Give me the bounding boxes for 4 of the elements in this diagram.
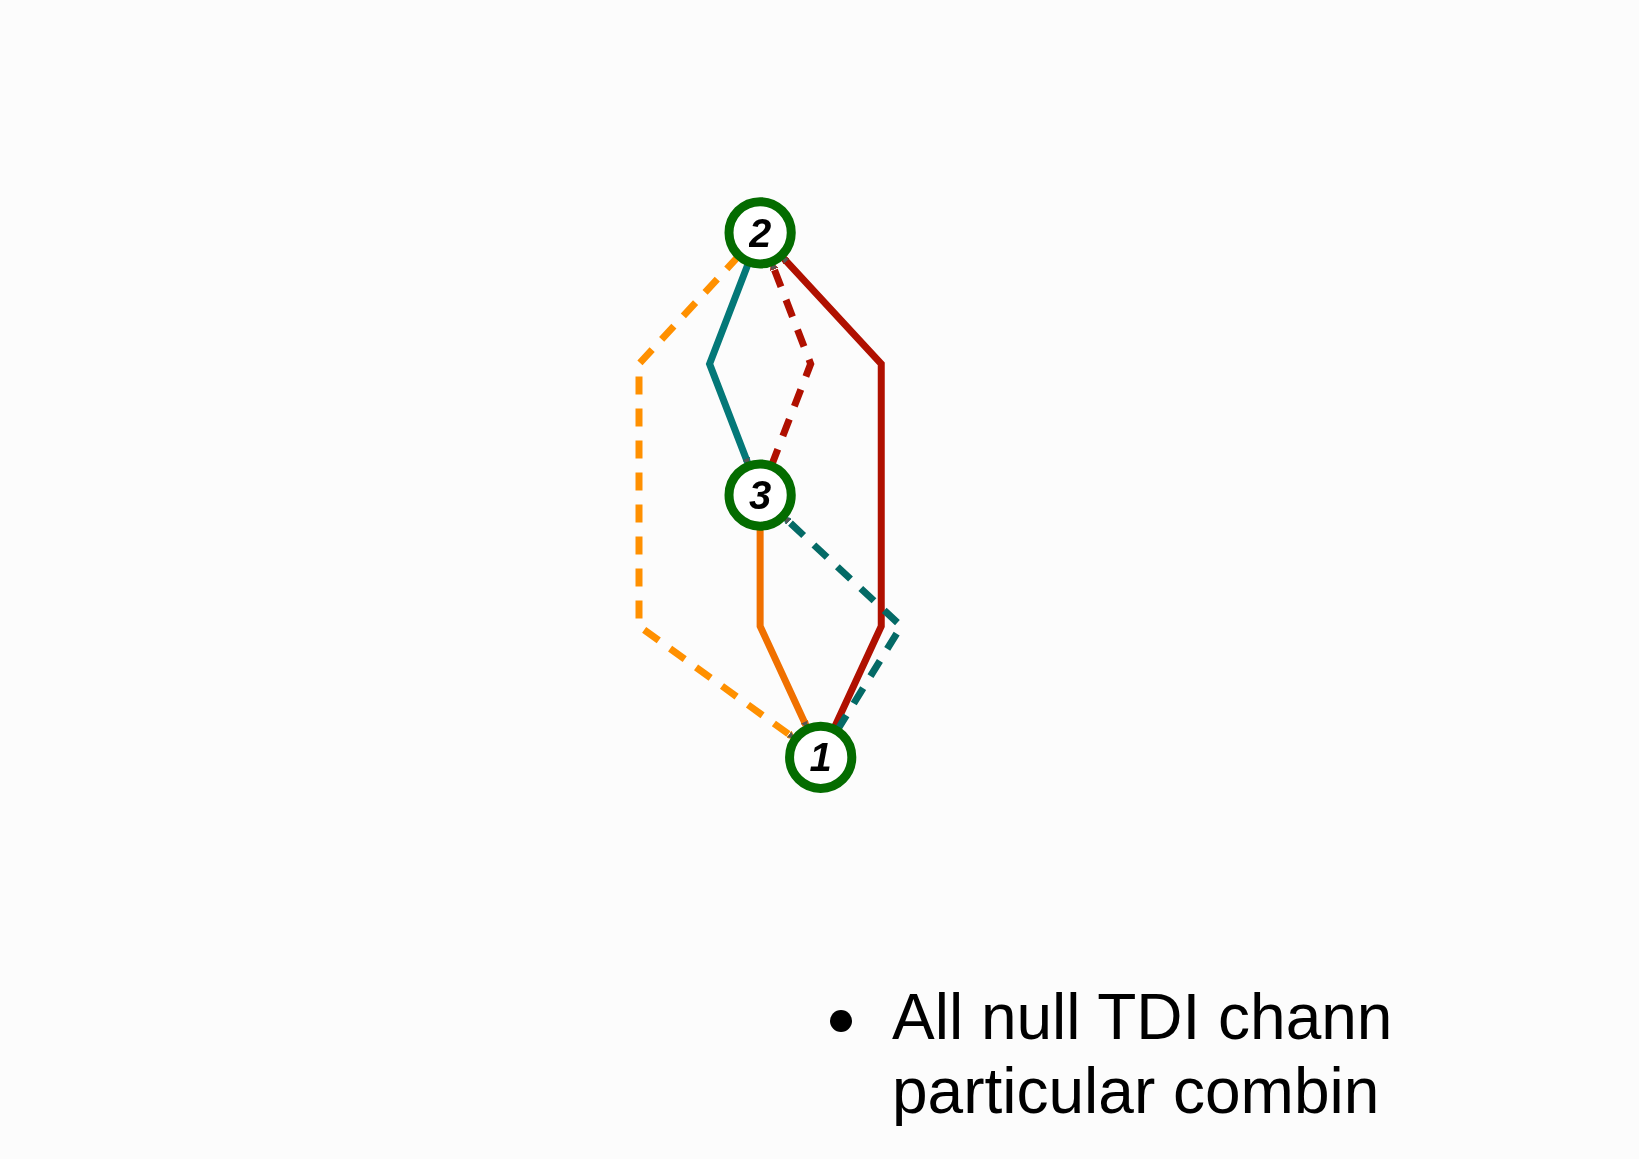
node-circle: 3 (724, 459, 796, 531)
node-circle: 2 (724, 197, 796, 269)
node-circle: 1 (784, 721, 857, 793)
bullet-text: All null TDI chann particular combin (892, 980, 1394, 1128)
